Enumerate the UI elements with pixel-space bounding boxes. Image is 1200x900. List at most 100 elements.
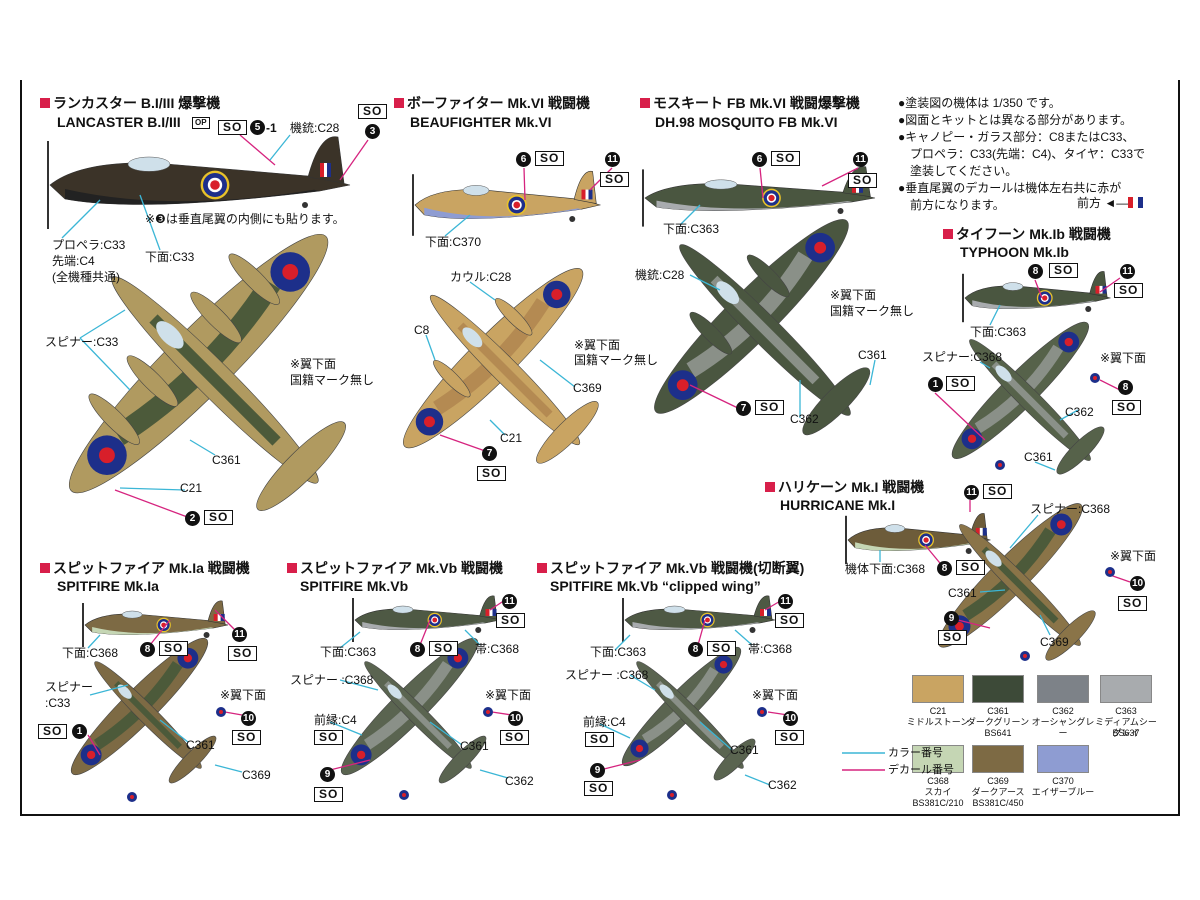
roundel-red xyxy=(1042,295,1048,301)
color-leader-line xyxy=(1059,409,1079,421)
label-color: C369 xyxy=(573,381,602,395)
decal-number: 11 xyxy=(853,152,868,167)
fin-flash-blue xyxy=(1138,197,1144,208)
label-under: 下面:C363 xyxy=(663,222,720,236)
label-color: C361 xyxy=(1024,450,1053,464)
color-leader-line xyxy=(339,631,361,649)
underwing-roundel xyxy=(127,792,137,802)
color-leader-line xyxy=(464,629,481,646)
mosquito-title-en: DH.98 MOSQUITO FB Mk.VI xyxy=(655,114,838,130)
decal-leader-line xyxy=(697,619,706,646)
label-under: 下面:C33 xyxy=(145,250,195,264)
fin-flash xyxy=(975,527,980,536)
swatch-code: C363 xyxy=(1115,706,1137,716)
canopy xyxy=(995,365,1012,382)
tail-wheel xyxy=(302,202,308,208)
fin-flash xyxy=(1102,285,1107,294)
canopy xyxy=(156,321,184,349)
fin-flash xyxy=(213,614,218,621)
so-mark: SO xyxy=(496,613,526,628)
color-leader-line xyxy=(79,309,126,339)
label-color: C369 xyxy=(1040,635,1069,649)
label-leading-edge: 前縁:C4 xyxy=(314,713,357,727)
mosquito-title-ja: モスキート FB Mk.VI 戦闘爆撃機 xyxy=(640,95,860,111)
wing-note: ※翼下面 xyxy=(752,688,799,702)
underside xyxy=(632,622,760,630)
roundel-red xyxy=(1108,570,1112,574)
so-mark: SO xyxy=(946,376,976,391)
wing-note: 国籍マーク無し xyxy=(290,373,375,387)
roundel-red xyxy=(923,537,929,543)
label-color: C361 xyxy=(212,453,241,467)
swatch-code: C361 xyxy=(987,706,1009,716)
roundel-red xyxy=(955,621,964,631)
roundel-red xyxy=(1023,654,1027,658)
color-leader-line xyxy=(1039,614,1051,636)
decal-number: 8 xyxy=(688,642,703,657)
label-color: C361 xyxy=(460,739,489,753)
underwing-roundel xyxy=(757,707,767,717)
spitfire-vb-clipped-side-view xyxy=(622,595,776,642)
decal-number: 8 xyxy=(140,642,155,657)
hurricane-side-view xyxy=(845,513,992,565)
decal-leader-line xyxy=(1099,277,1121,293)
swatch-code: C21 xyxy=(929,706,947,716)
color-leader-line xyxy=(599,723,631,739)
so-mark: SO xyxy=(771,151,801,166)
label-color: C361 xyxy=(186,738,215,752)
label-leading-edge: 前縁:C4 xyxy=(583,715,626,729)
fin-flash xyxy=(760,609,764,616)
tailplane xyxy=(256,421,346,511)
fin-flash xyxy=(588,189,593,200)
spitfire-vb-clipped-title-ja: スピットファイア Mk.Vb 戦闘機(切断翼) xyxy=(537,560,804,576)
so-mark: SO xyxy=(204,510,234,525)
spitfire-vb-side-view xyxy=(352,595,501,642)
fin-flash xyxy=(485,609,490,616)
color-leader-line xyxy=(734,629,753,646)
so-mark: SO xyxy=(314,787,344,802)
color-leader-line xyxy=(159,719,189,743)
lancaster-title-ja: ランカスター B.I/III 爆撃機 xyxy=(40,95,220,111)
swatch-name: ミドルストーン xyxy=(906,717,970,727)
underwing-roundel xyxy=(1020,651,1030,661)
spitfire-vb-clipped-top-view xyxy=(621,646,756,781)
decal-leader-line xyxy=(821,167,859,187)
color-leader-line xyxy=(329,721,363,736)
decal-number: 7 xyxy=(482,446,497,461)
so-mark: SO xyxy=(218,120,248,135)
tailplane xyxy=(168,735,217,784)
decal-number: 11 xyxy=(964,485,979,500)
roundel-red xyxy=(453,653,463,663)
label-gun: 機銃:C28 xyxy=(635,268,685,282)
decal-number: 9 xyxy=(590,763,605,778)
decal-leader-line xyxy=(87,734,101,756)
label-color: C362 xyxy=(790,412,819,426)
roundel-red xyxy=(356,750,366,760)
swatch-bs: BS637 xyxy=(1112,728,1140,738)
color-leader-line xyxy=(469,281,496,301)
so-mark: SO xyxy=(707,641,737,656)
fin-flash xyxy=(1099,285,1103,294)
wing-note: ※翼下面 xyxy=(1100,351,1147,365)
decal-leader-line xyxy=(599,759,641,771)
so-mark: SO xyxy=(983,484,1013,499)
underwing-roundel xyxy=(399,790,409,800)
so-mark: SO xyxy=(358,104,388,119)
fin-flash-red xyxy=(1128,197,1134,208)
roundel-red xyxy=(130,795,134,799)
swatch-c370 xyxy=(1037,745,1089,773)
label-under: 下面:C363 xyxy=(970,325,1027,339)
title-text: ランカスター B.I/III 爆撃機 xyxy=(53,95,221,111)
swatch-c21 xyxy=(912,675,964,703)
note-line: 前方になります。 xyxy=(898,198,1005,212)
underside xyxy=(362,622,486,630)
roundel-red xyxy=(705,617,710,623)
decal-number: 2 xyxy=(185,511,200,526)
decal-leader-line xyxy=(523,167,526,201)
lancaster-side-view xyxy=(47,136,351,229)
label-color: C8 xyxy=(414,323,430,337)
note-line: ●キャノピー・ガラス部分：C8またはC33、 xyxy=(898,130,1135,144)
decal-number: 11 xyxy=(502,594,517,609)
label-color: C21 xyxy=(500,431,523,445)
